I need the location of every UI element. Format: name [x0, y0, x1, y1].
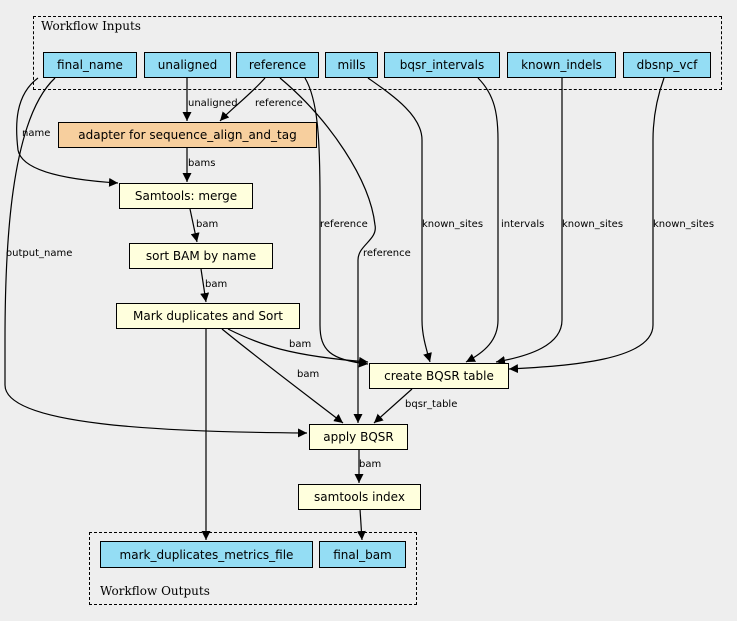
input-final-name[interactable]: final_name: [43, 52, 137, 78]
edge-label-bam-sort: bam: [196, 219, 219, 230]
edge-label-known-sites-dbsnp: known_sites: [653, 219, 715, 230]
edge-label-reference-apply: reference: [363, 248, 411, 259]
input-bqsr-intervals[interactable]: bqsr_intervals: [384, 52, 500, 78]
edge-reference-to-adapter: [219, 77, 266, 122]
edge-reference-to-bqsr-table: [304, 77, 369, 368]
edge-final-name-to-merge: [16, 77, 119, 187]
edge-label-bqsr-table: bqsr_table: [405, 399, 458, 410]
edge-bqsr-table-to-apply: [373, 388, 413, 424]
edge-label-known-sites-indels: known_sites: [562, 219, 624, 230]
edge-label-bam-index: bam: [359, 459, 382, 470]
edge-final-name-to-apply: [4, 77, 308, 438]
edge-label-intervals: intervals: [501, 219, 545, 230]
edge-markdup-to-bqsr-table: [227, 328, 369, 366]
node-create-bqsr-table[interactable]: create BQSR table: [369, 363, 509, 389]
edge-label-bams: bams: [188, 158, 216, 169]
workflow-inputs-cluster: [33, 16, 722, 90]
edge-merge-to-sort: [189, 208, 200, 243]
edge-markdup-to-apply: [221, 328, 344, 424]
node-samtools-index[interactable]: samtools index: [298, 484, 421, 510]
workflow-outputs-label: Workflow Outputs: [100, 584, 210, 598]
output-final-bam[interactable]: final_bam: [319, 541, 406, 568]
edge-label-unaligned: unaligned: [188, 98, 238, 109]
edge-label-reference-table: reference: [320, 219, 368, 230]
edge-label-reference-adapter: reference: [255, 98, 303, 109]
output-mark-duplicates-metrics[interactable]: mark_duplicates_metrics_file: [100, 541, 313, 568]
input-mills[interactable]: mills: [325, 52, 378, 78]
edge-index-to-final-bam: [356, 508, 366, 541]
edge-sort-to-markdup: [200, 268, 210, 303]
edge-label-known-sites-mills: known_sites: [422, 219, 484, 230]
edge-label-output-name: output_name: [6, 248, 73, 259]
edge-label-name: name: [22, 128, 51, 139]
node-apply-bqsr[interactable]: apply BQSR: [309, 424, 408, 450]
edge-label-bam-markdup: bam: [205, 279, 228, 290]
input-known-indels[interactable]: known_indels: [507, 52, 616, 78]
edge-label-bam-table: bam: [289, 339, 312, 350]
edge-intervals-to-bqsr-table: [465, 77, 499, 363]
node-adapter[interactable]: adapter for sequence_align_and_tag: [58, 122, 317, 148]
edge-dbsnp-to-bqsr-table: [508, 77, 665, 374]
edge-reference-to-apply: [279, 77, 376, 423]
input-unaligned[interactable]: unaligned: [144, 52, 231, 78]
node-mark-duplicates[interactable]: Mark duplicates and Sort: [116, 303, 300, 329]
edge-label-bam-apply: bam: [297, 369, 320, 380]
node-samtools-merge[interactable]: Samtools: merge: [119, 183, 253, 209]
input-dbsnp-vcf[interactable]: dbsnp_vcf: [623, 52, 711, 78]
workflow-inputs-label: Workflow Inputs: [41, 19, 141, 33]
input-reference[interactable]: reference: [236, 52, 319, 78]
node-sort-bam[interactable]: sort BAM by name: [129, 243, 273, 269]
edge-mills-to-bqsr-table: [367, 77, 432, 363]
edge-indels-to-bqsr-table: [495, 78, 563, 365]
workflow-outputs-cluster: [89, 532, 417, 605]
